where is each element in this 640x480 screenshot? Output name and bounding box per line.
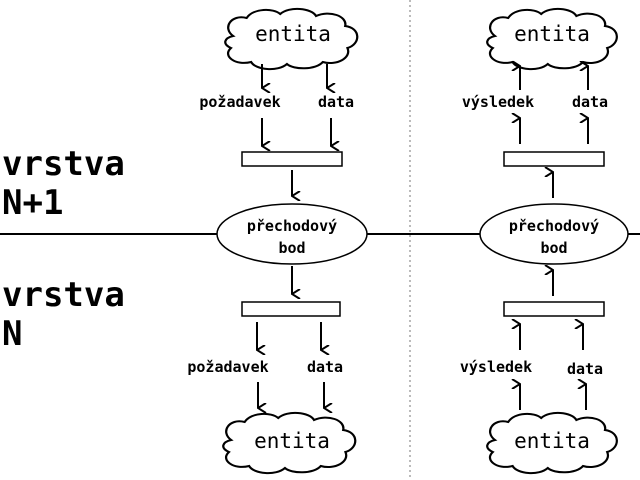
layer-lower-label-1: vrstva bbox=[2, 275, 125, 315]
right-node-label-2: bod bbox=[540, 239, 567, 257]
right-node-label-1: přechodový bbox=[509, 217, 599, 235]
left-bottom-entity-text: entita bbox=[254, 429, 330, 453]
right-top-label-result: výsledek bbox=[462, 93, 534, 111]
layer-upper-label-1: vrstva bbox=[2, 144, 125, 184]
left-bottom-buffer-box bbox=[241, 301, 341, 317]
left-top-label-request: požadavek bbox=[199, 93, 280, 111]
right-top-buffer-box bbox=[503, 151, 605, 167]
left-node-label-2: bod bbox=[278, 239, 305, 257]
right-bottom-entity-text: entita bbox=[514, 429, 590, 453]
right-top-entity-text: entita bbox=[514, 22, 590, 46]
right-transition-node bbox=[479, 203, 629, 265]
left-bottom-label-request: požadavek bbox=[187, 358, 268, 376]
left-node-label-1: přechodový bbox=[247, 217, 337, 235]
right-bottom-buffer-box bbox=[503, 301, 605, 317]
left-top-label-data: data bbox=[318, 93, 354, 111]
left-top-buffer-box bbox=[241, 151, 343, 167]
right-top-label-data: data bbox=[572, 93, 608, 111]
left-bottom-label-data: data bbox=[307, 358, 343, 376]
layer-lower-label-2: N bbox=[2, 314, 22, 354]
layer-upper-label-2: N+1 bbox=[2, 183, 63, 223]
left-top-entity-text: entita bbox=[255, 22, 331, 46]
right-bottom-label-data: data bbox=[567, 360, 603, 378]
right-bottom-label-result: výsledek bbox=[460, 358, 532, 376]
left-transition-node bbox=[216, 203, 368, 265]
